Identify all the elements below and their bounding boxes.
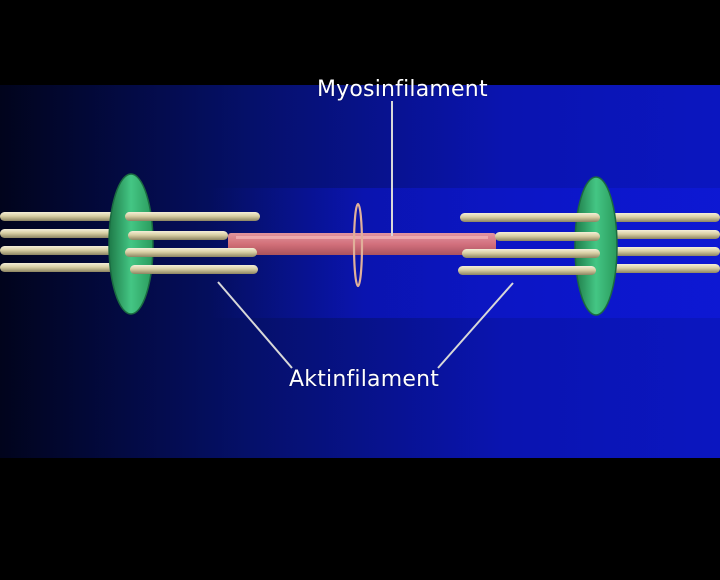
right-actin-bundle-inner [458,213,600,275]
aktin-leader-line-right [437,282,514,369]
left-actin-bundle-outer [0,212,125,272]
right-z-disc [574,176,618,316]
myosin-filament-label: Myosinfilament [317,77,488,102]
left-actin-bundle-inner [125,212,260,274]
actin-filament-label: Aktinfilament [289,367,440,392]
aktin-leader-line-left [217,281,293,369]
left-z-disc [108,173,154,315]
m-line [352,202,364,288]
right-actin-bundle-outer [600,213,720,273]
